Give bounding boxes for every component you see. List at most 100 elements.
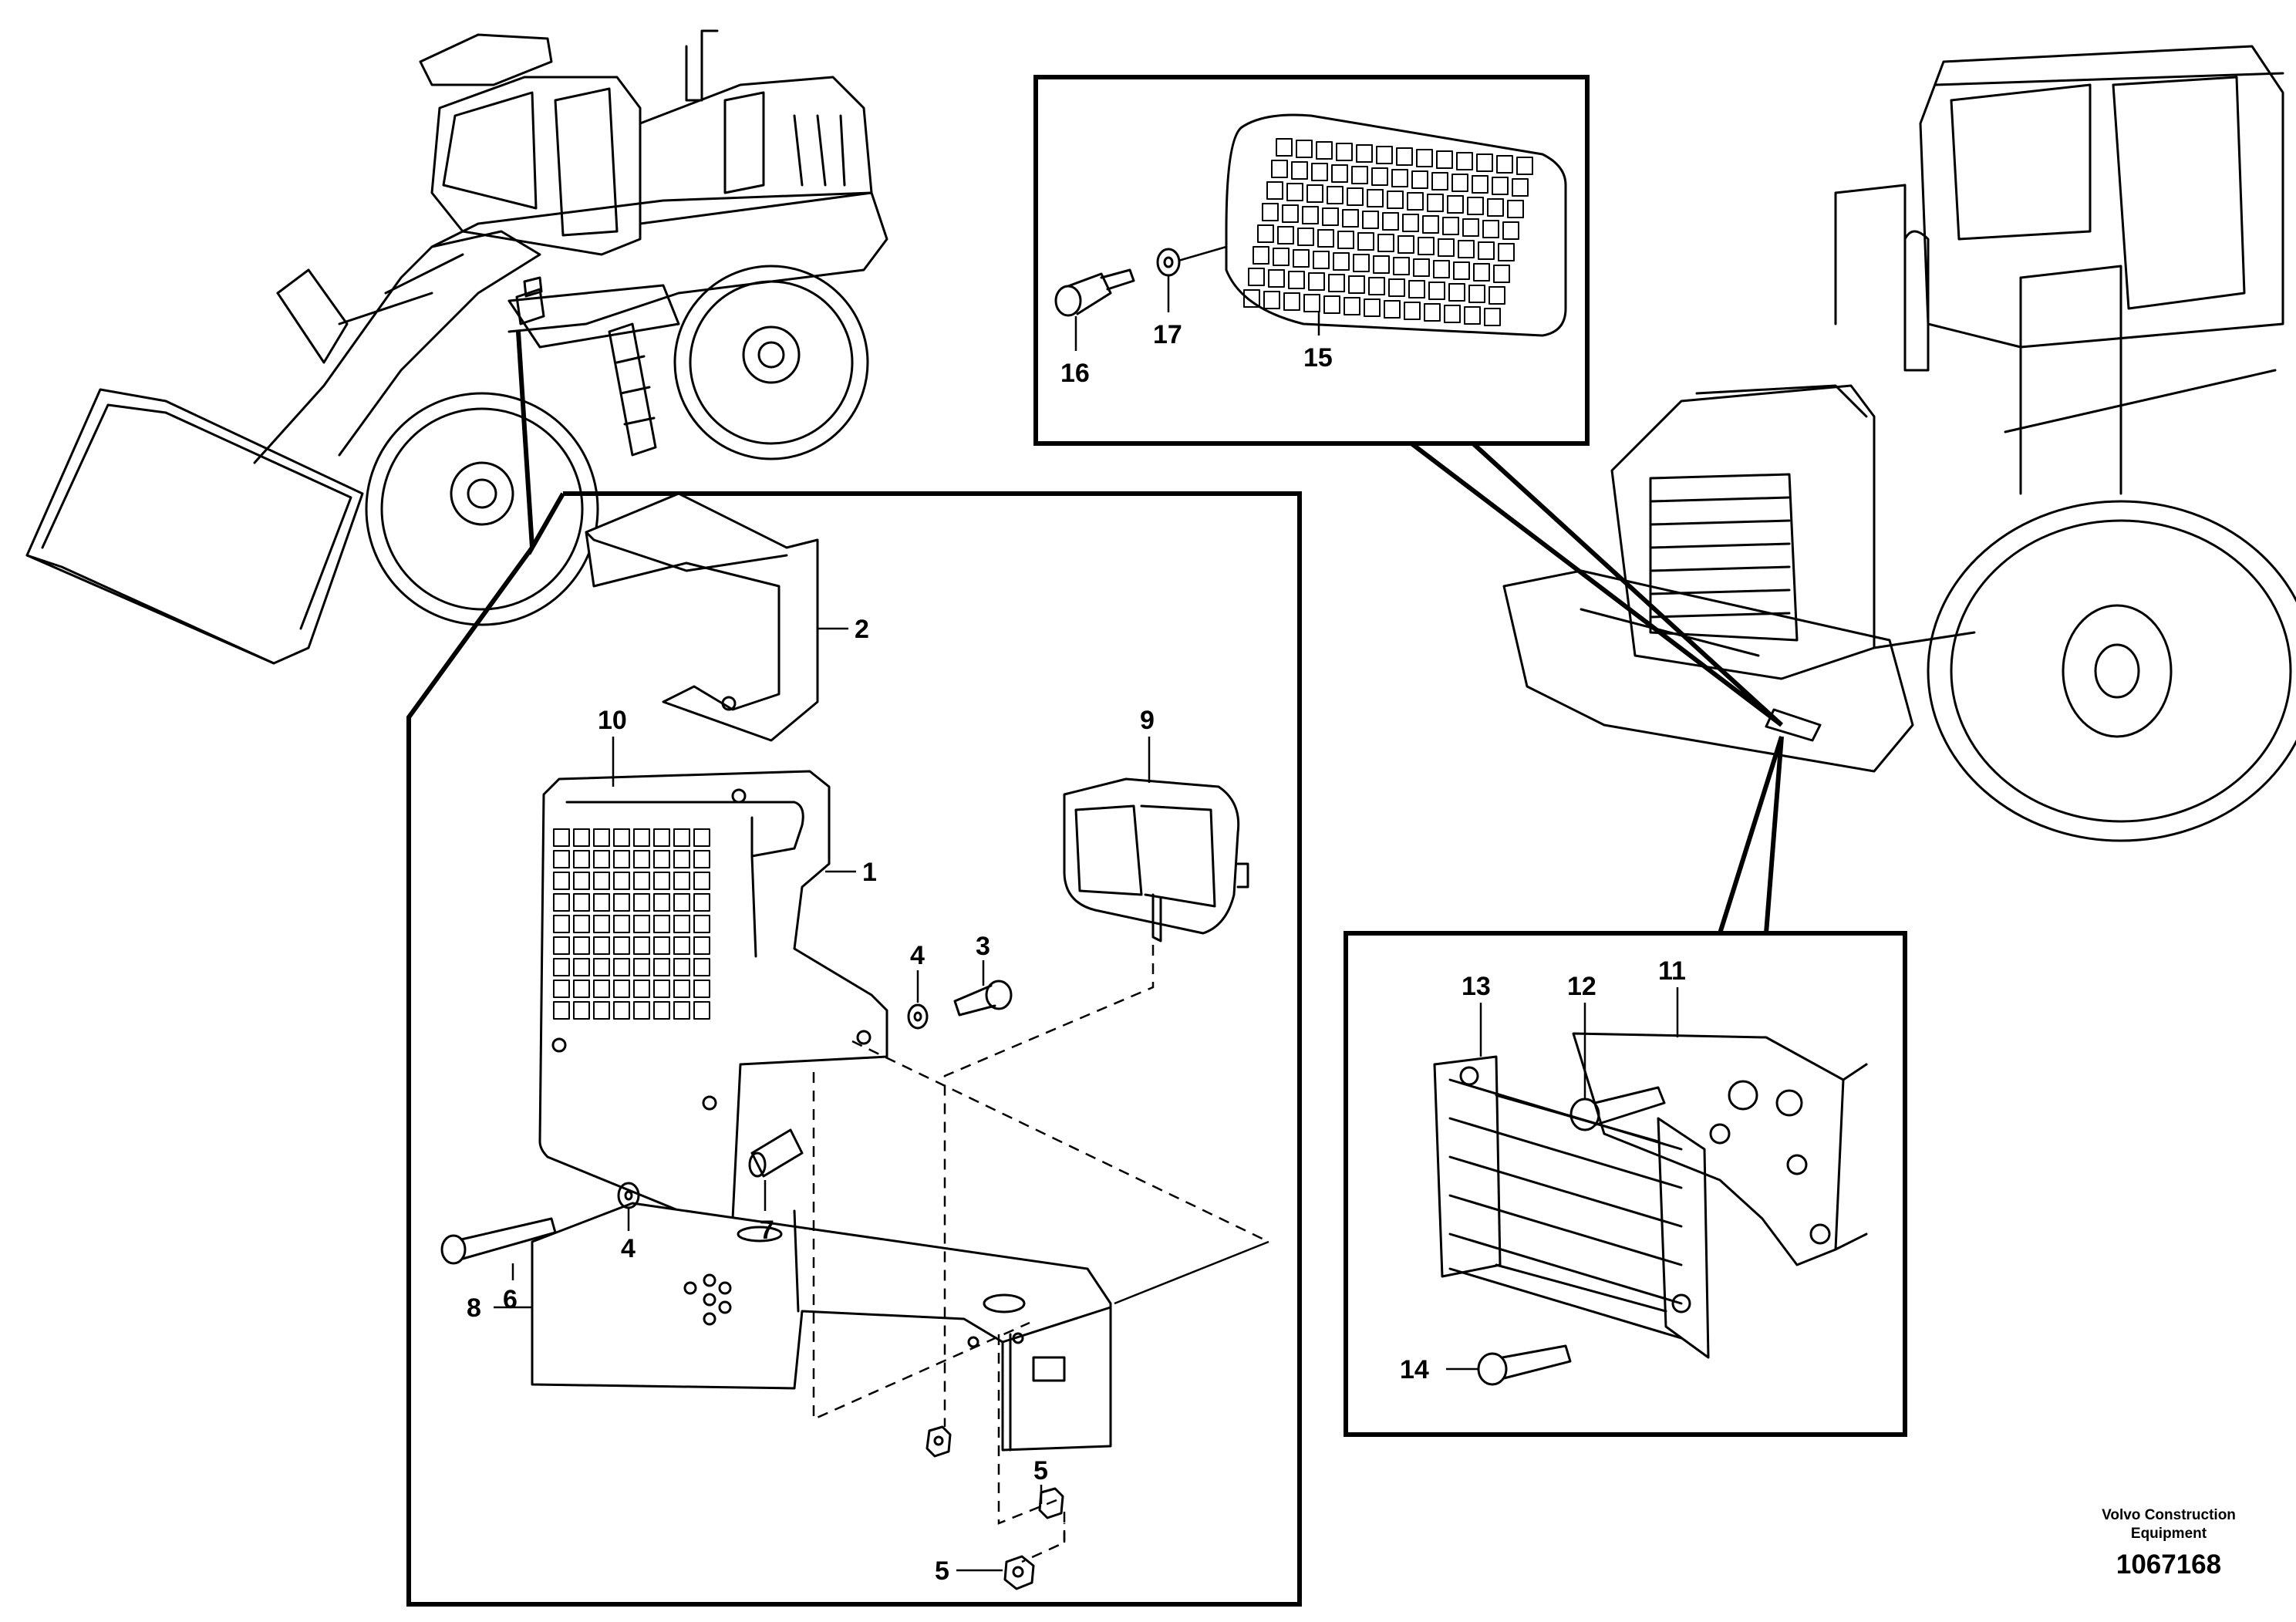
part-label-8: 8 <box>467 1293 481 1323</box>
grille-cell <box>613 872 630 890</box>
light-guard-13-drawing <box>1433 1055 1710 1359</box>
grille-cell <box>673 850 690 868</box>
grille-cell <box>593 980 610 998</box>
part-label-5-upper: 5 <box>1033 1456 1048 1485</box>
grille-cell <box>1248 268 1265 286</box>
grille-cell <box>1502 221 1519 240</box>
grille-cell <box>673 828 690 847</box>
grille-cell <box>1453 261 1470 280</box>
grille-cell <box>1283 292 1300 311</box>
grille-cell <box>1308 272 1325 291</box>
part-label-9: 9 <box>1140 706 1155 735</box>
grille-cell <box>553 958 570 976</box>
part-label-7: 7 <box>760 1216 774 1245</box>
grille-cell <box>693 980 710 998</box>
grille-cell <box>1268 269 1285 288</box>
grille-cell <box>1456 152 1473 170</box>
grille-cell <box>1253 246 1269 265</box>
grille-cell <box>1391 169 1408 187</box>
grille-cell <box>1388 278 1405 297</box>
document-number: 1067168 <box>2116 1549 2221 1580</box>
grille-cell <box>1408 280 1425 298</box>
grille-cell <box>1507 200 1524 218</box>
grille-cell <box>1351 166 1368 184</box>
grille-cell <box>1484 308 1501 326</box>
grille-cell <box>1384 300 1401 319</box>
grille-cell <box>1492 177 1509 195</box>
grille-cell <box>693 872 710 890</box>
protective-grille-part <box>1225 113 1567 337</box>
grille-cell <box>613 980 630 998</box>
grille-cell <box>673 915 690 933</box>
grille-cell <box>1427 194 1444 212</box>
grille-cell <box>1262 203 1279 221</box>
grille-cell <box>653 828 670 847</box>
work-light-9-drawing <box>1063 777 1249 943</box>
grille-cell <box>1516 157 1533 175</box>
grille-cell <box>1288 271 1305 289</box>
grille-cell <box>1476 153 1493 172</box>
grille-cell <box>693 850 710 868</box>
grille-cell <box>1282 204 1299 223</box>
grille-cell <box>653 936 670 955</box>
grille-cell <box>1411 170 1428 189</box>
grille-cell <box>653 958 670 976</box>
grille-cell <box>1418 237 1435 255</box>
part-label-2: 2 <box>855 615 869 644</box>
grille-cell <box>1498 243 1515 261</box>
grille-cell <box>1362 211 1379 229</box>
grille-cell <box>633 980 650 998</box>
grille-cell <box>613 850 630 868</box>
wheel-loader-right-illustration <box>1502 45 2296 842</box>
grille-cell <box>653 915 670 933</box>
grille-cell <box>1444 305 1461 323</box>
grille-cell <box>593 872 610 890</box>
grille-cell <box>1402 214 1419 232</box>
grille-cell <box>1357 232 1374 251</box>
grille-cell <box>1373 255 1390 274</box>
grille-cell <box>1303 294 1320 312</box>
grille-cell <box>553 872 570 890</box>
grille-cell <box>1424 303 1441 322</box>
grille-cell <box>1462 218 1479 237</box>
grille-cell <box>633 915 650 933</box>
grille-cell <box>553 915 570 933</box>
grille-cell <box>633 850 650 868</box>
grille-cell <box>613 828 630 847</box>
grille-cell <box>1293 249 1310 268</box>
grille-cell <box>1306 184 1323 203</box>
grille-cell <box>1428 282 1445 300</box>
grille-cell <box>593 893 610 912</box>
grille-cell <box>1407 192 1424 211</box>
grille-cell <box>1317 229 1334 248</box>
grille-cell <box>673 872 690 890</box>
grille-cell <box>573 980 590 998</box>
grille-cell <box>593 828 610 847</box>
grille-cell <box>1316 141 1333 160</box>
grille-cell <box>1273 248 1290 266</box>
grille-cell <box>633 893 650 912</box>
part-label-17: 17 <box>1153 320 1182 349</box>
grille-cell <box>553 980 570 998</box>
grille-cell <box>1387 191 1404 209</box>
grille-cell <box>1468 285 1485 303</box>
grille-cell <box>1382 212 1399 231</box>
grille-cell <box>693 1001 710 1020</box>
assembly-dashed-lines <box>812 945 1269 1563</box>
grille-cell <box>693 828 710 847</box>
callout-pointer-bottom <box>1718 736 1784 934</box>
main-detail-frame <box>406 491 1302 1607</box>
grille-cell <box>653 893 670 912</box>
grille-cell <box>1331 164 1348 183</box>
publisher-credit-line-1: Volvo Construction <box>2102 1507 2236 1523</box>
callout-pointer-top <box>1410 441 1784 727</box>
grille-cell <box>1328 274 1345 292</box>
grille-cell <box>573 936 590 955</box>
part-label-13: 13 <box>1462 972 1491 1001</box>
grille-cell <box>1431 172 1448 191</box>
grille-inset-frame <box>1033 75 1590 446</box>
grille-cell <box>693 936 710 955</box>
part-label-3: 3 <box>976 932 990 961</box>
grille-cell <box>613 1001 630 1020</box>
work-light-bracket-1-drawing <box>538 770 888 1228</box>
